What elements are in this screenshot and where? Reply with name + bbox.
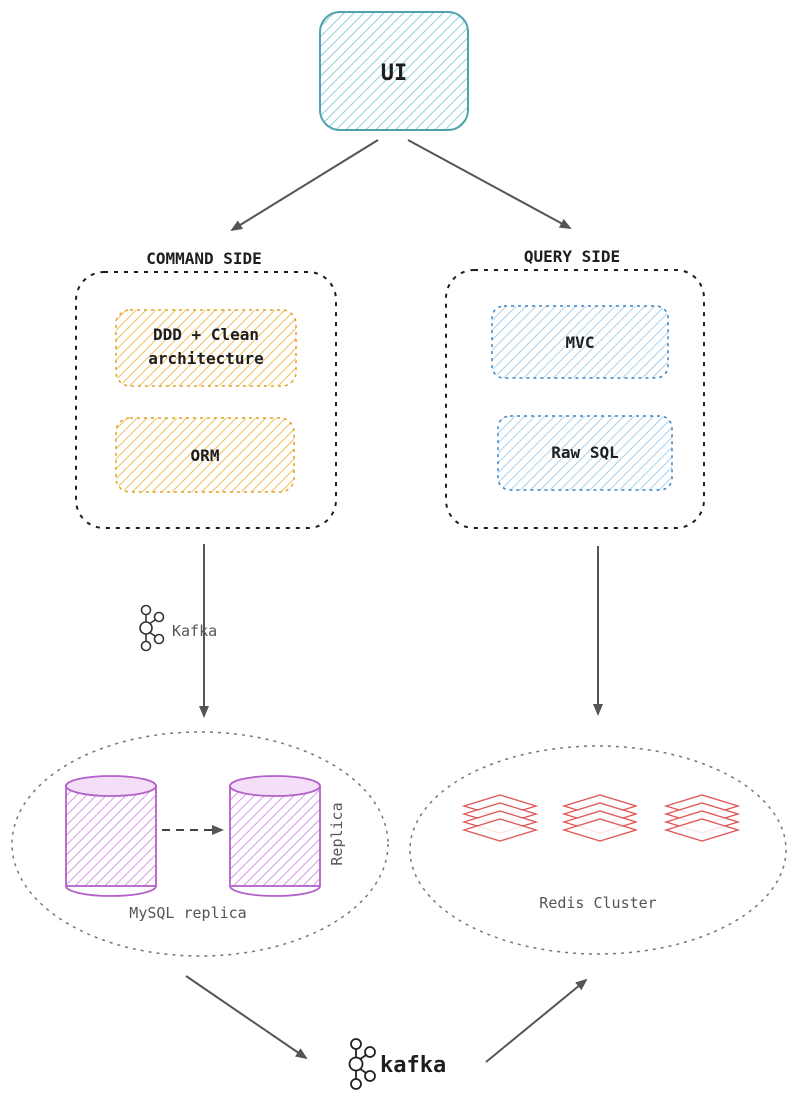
kafka-bottom-logo-icon (348, 1038, 376, 1090)
arrow-kafka-to-redis (485, 978, 588, 1063)
orm-box: ORM (115, 417, 295, 493)
redis-node-icon (561, 794, 639, 842)
command-side-group: COMMAND SIDE DDD + Clean architecture OR… (75, 249, 337, 529)
raw-sql-label: Raw SQL (551, 443, 618, 462)
mvc-label: MVC (566, 333, 595, 352)
mysql-primary-db-icon (65, 775, 157, 897)
kafka-bottom-label: kafka (380, 1053, 446, 1078)
command-side-title: COMMAND SIDE (146, 249, 262, 268)
arrow-mysql-to-kafka (185, 975, 308, 1060)
orm-label: ORM (191, 446, 220, 465)
mysql-replica-group: Replica MySQL replica (11, 731, 389, 957)
redis-cluster-group: Redis Cluster (409, 745, 787, 955)
ddd-clean-line1: DDD + Clean (153, 325, 259, 344)
kafka-top-label: Kafka (172, 622, 217, 640)
query-side-title: QUERY SIDE (524, 247, 620, 266)
ui-label: UI (381, 61, 408, 86)
mvc-box: MVC (491, 305, 669, 379)
query-side-group: QUERY SIDE MVC Raw SQL (445, 247, 705, 529)
arrow-ui-to-query (407, 139, 572, 229)
raw-sql-box: Raw SQL (497, 415, 673, 491)
mysql-replica-db-icon (229, 775, 321, 897)
ddd-clean-architecture-box: DDD + Clean architecture (115, 309, 297, 387)
redis-node-icon (461, 794, 539, 842)
redis-cluster-label: Redis Cluster (539, 894, 656, 912)
ui-node: UI (319, 11, 469, 131)
arrow-ui-to-command (230, 139, 379, 232)
replica-vertical-label: Replica (328, 802, 346, 865)
kafka-logo-icon (139, 604, 165, 652)
mysql-replica-label: MySQL replica (129, 904, 246, 922)
redis-node-icon (663, 794, 741, 842)
ddd-clean-line2: architecture (148, 349, 264, 368)
